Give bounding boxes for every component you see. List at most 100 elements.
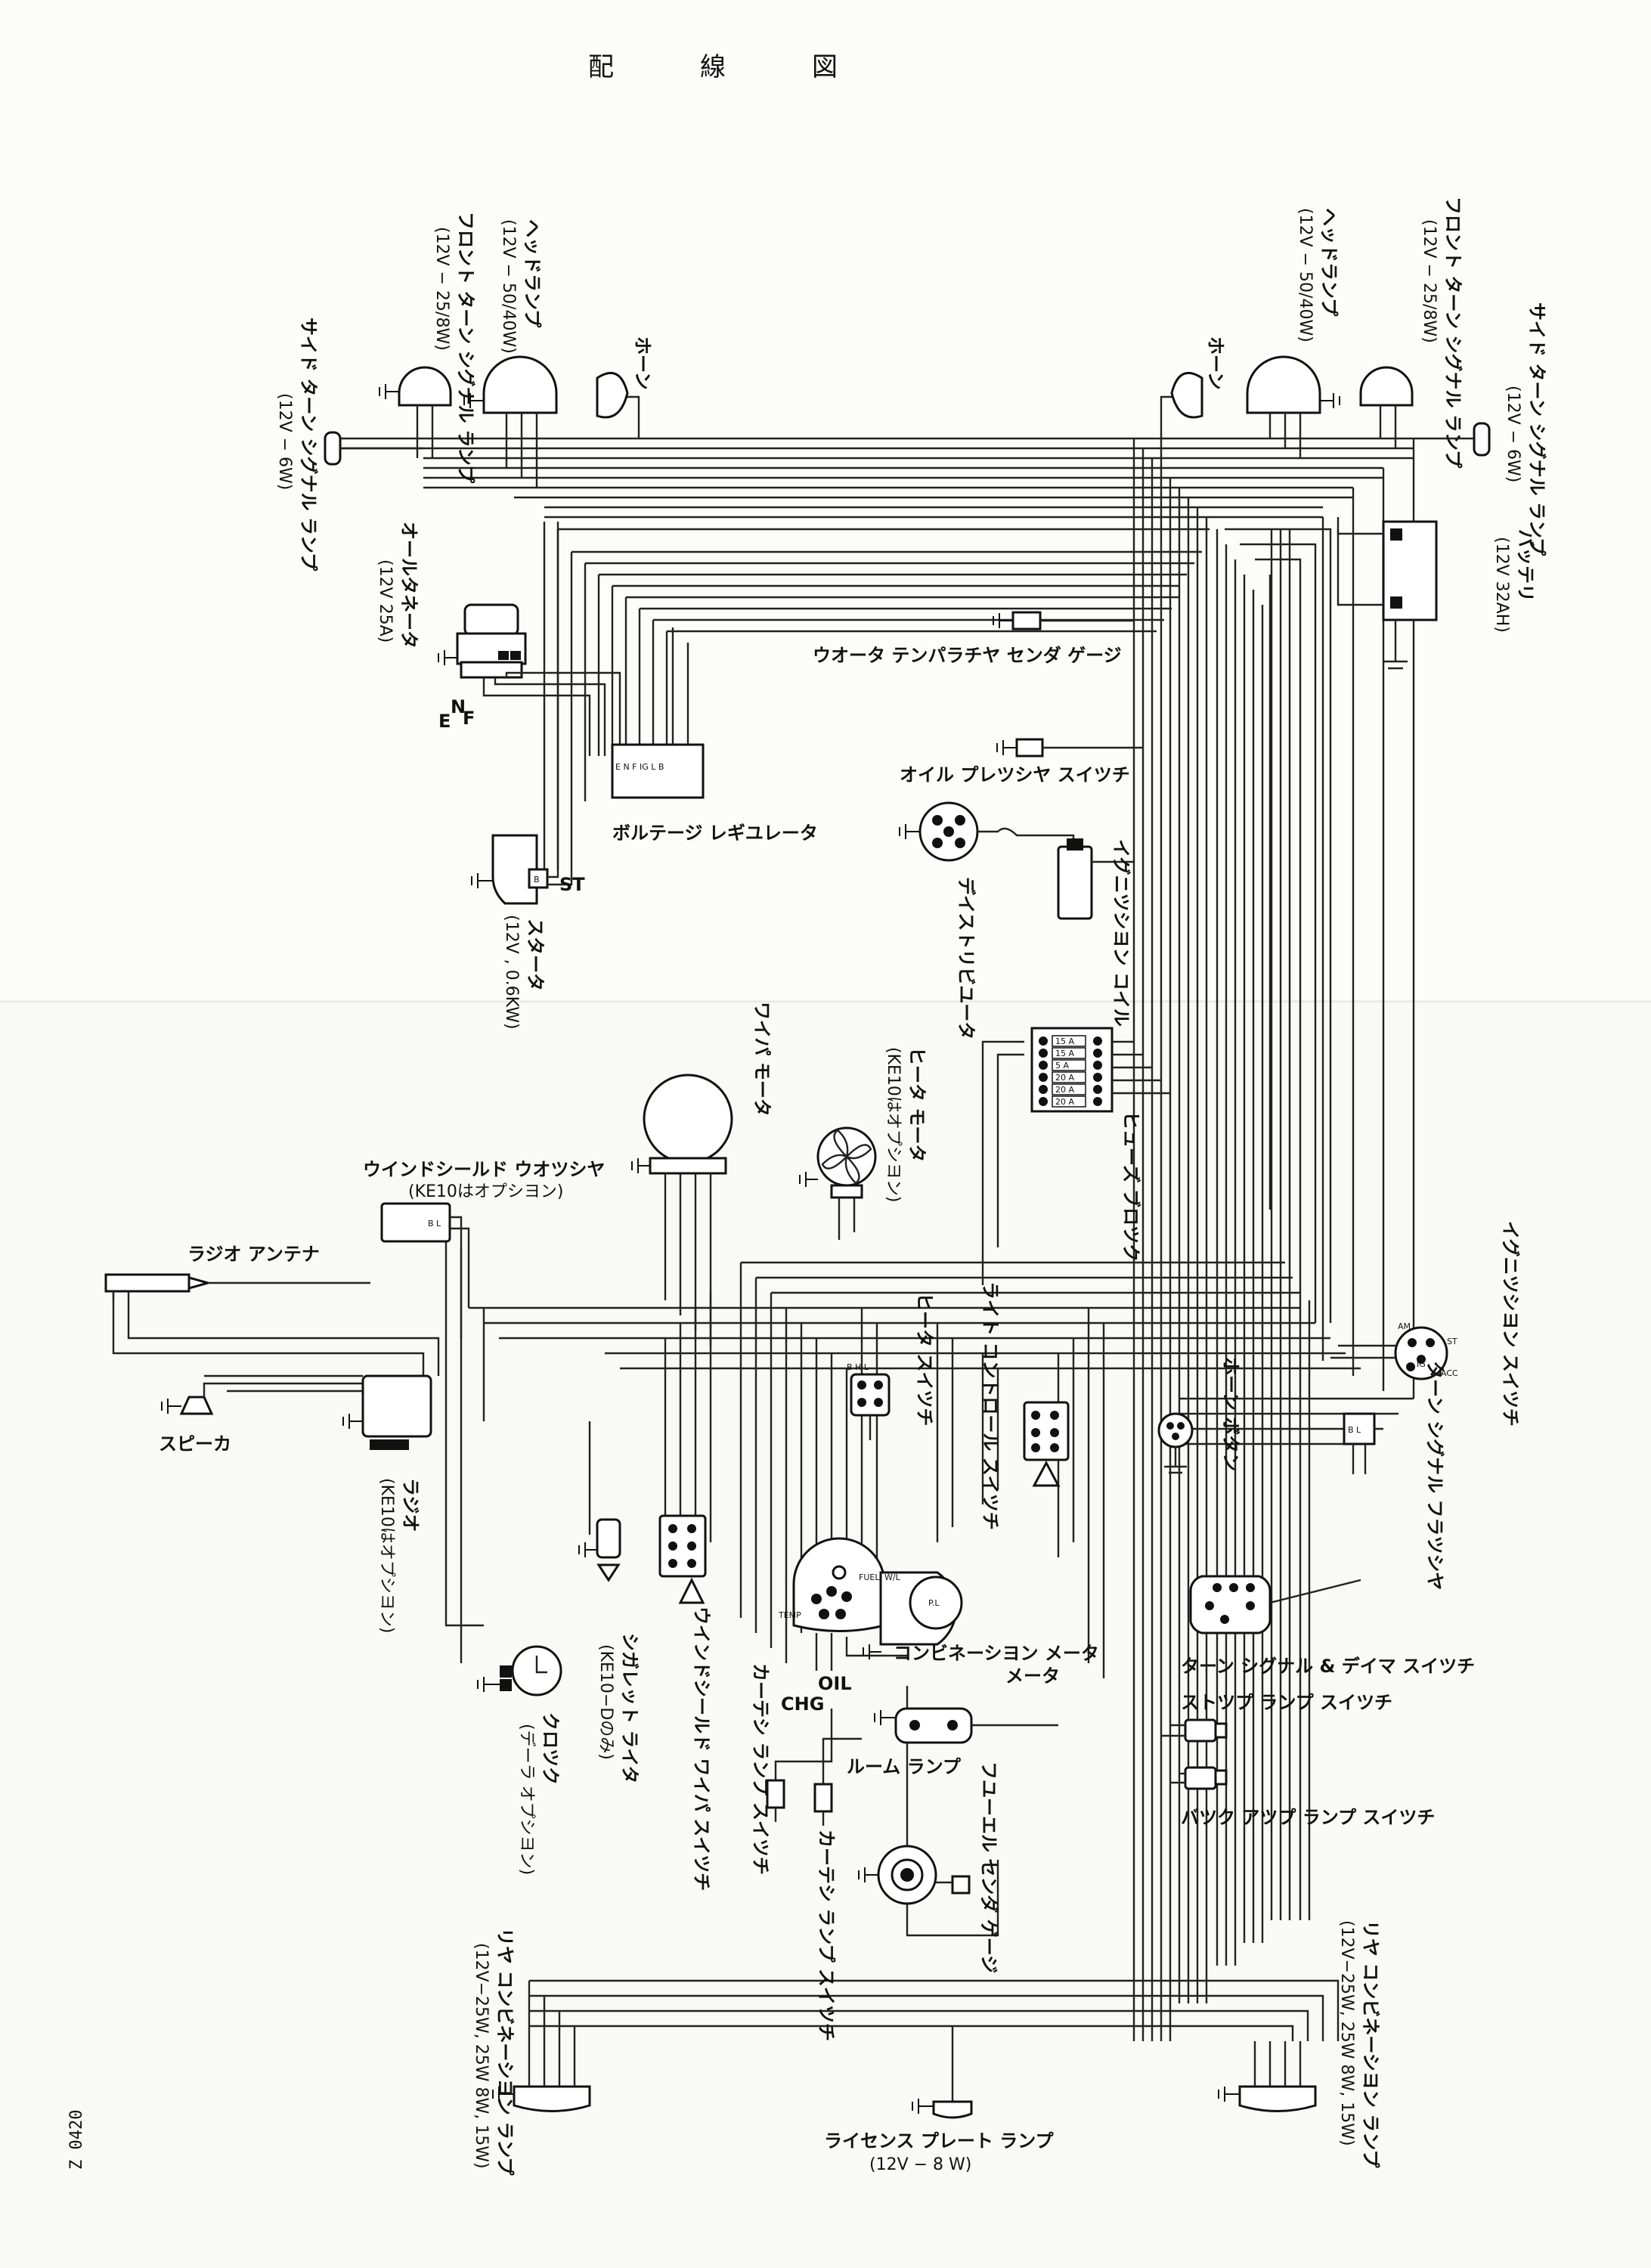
label-ignition-switch: イグニツシヨン スイツチ bbox=[1500, 1221, 1521, 1427]
harness-left-drop bbox=[543, 522, 1210, 885]
label-meter-wl: W/L bbox=[884, 1572, 901, 1582]
label-wiper-motor: ワイパ モータ bbox=[751, 1002, 773, 1117]
fuse-6 bbox=[1052, 1095, 1086, 1108]
label-ign-st: ST bbox=[1447, 1337, 1457, 1346]
svg-text:P.L: P.L bbox=[928, 1598, 940, 1608]
fuse-contact-out-5 bbox=[1093, 1085, 1102, 1094]
label-oil: OIL bbox=[818, 1673, 852, 1694]
label-ignition-coil: イグニツシヨン コイル bbox=[1110, 839, 1132, 1027]
label-alternator: オールタネータ bbox=[398, 522, 420, 649]
label-license-lamp-spec: (12V − 8 W) bbox=[869, 2155, 971, 2174]
license-plate-lamp bbox=[912, 2099, 973, 2119]
cigarette-lighter bbox=[578, 1518, 621, 1582]
label-headlamp-left: ヘッドランプ bbox=[522, 219, 543, 328]
side-turn-lamp-left bbox=[324, 431, 423, 466]
backup-lamp-switch bbox=[1170, 1766, 1228, 1790]
label-side-turn-left: サイド ターン シグナル ランプ bbox=[298, 318, 319, 572]
label-cigarette-lighter-note: (KE10−Dのみ) bbox=[596, 1644, 615, 1760]
fuse-2 bbox=[1052, 1047, 1086, 1059]
label-front-turn-left-spec: (12V − 25/8W) bbox=[432, 227, 451, 351]
label-starter: スタータ bbox=[525, 919, 546, 991]
rear-combo-lamp-right bbox=[1218, 2085, 1317, 2112]
label-meter-temp: TEMP bbox=[778, 1610, 801, 1620]
harness-middle bbox=[469, 1261, 1361, 1678]
heater-motor bbox=[799, 1126, 877, 1240]
harness-bottom bbox=[528, 1686, 1340, 2102]
distributor bbox=[899, 801, 1075, 862]
fuse-5 bbox=[1052, 1083, 1086, 1095]
courtesy-switch-1 bbox=[766, 1709, 833, 1822]
harness-top bbox=[333, 437, 1414, 519]
label-alt-terminal-f: F bbox=[463, 708, 475, 729]
front-turn-lamp-right bbox=[1359, 366, 1414, 448]
label-alt-terminal-n: N bbox=[451, 696, 466, 717]
label-clock-note: (デーラ オプシヨン) bbox=[517, 1724, 536, 1875]
stop-lamp-switch bbox=[1161, 1718, 1228, 1743]
label-water-temp-gauge: ウオータ テンパラチヤ センダ ゲージ bbox=[813, 645, 1122, 666]
label-chg: CHG bbox=[781, 1693, 824, 1715]
label-washer: ウインドシールド ウオツシヤ bbox=[363, 1159, 605, 1180]
fuse-cells: 15 A15 A5 A20 A20 A20 A bbox=[1039, 1035, 1102, 1108]
voltage-regulator: E N F IG L B bbox=[611, 627, 705, 799]
fuse-rating-4: 20 A bbox=[1055, 1073, 1074, 1083]
svg-text:B L: B L bbox=[428, 1219, 441, 1228]
label-washer-note: (KE10はオプシヨン) bbox=[408, 1182, 564, 1201]
label-clock: クロツク bbox=[540, 1712, 561, 1785]
label-meter-fuel: FUEL bbox=[859, 1572, 880, 1582]
fuse-3 bbox=[1052, 1059, 1086, 1071]
label-rear-combo-right: リヤ コンビネーシヨン ランプ bbox=[1360, 1920, 1381, 2169]
oil-pressure-switch bbox=[996, 738, 1143, 758]
label-heater-motor: ヒータ モータ bbox=[906, 1047, 928, 1162]
label-horn-left: ホーン bbox=[632, 336, 653, 390]
svg-text:E N F IG L B: E N F IG L B bbox=[615, 762, 664, 772]
svg-text:B: B bbox=[534, 875, 540, 885]
label-rear-combo-right-spec: (12V−25W, 25W 8W, 15W) bbox=[1337, 1920, 1356, 2146]
label-wiper-switch: ウインドシールド ワイパ スイツチ bbox=[691, 1606, 712, 1891]
label-flasher-terminals: B L bbox=[1348, 1425, 1361, 1435]
label-radio: ラジオ bbox=[400, 1478, 421, 1532]
label-headlamp-right: ヘッドランプ bbox=[1318, 208, 1340, 317]
label-heater-motor-note: (KE10はオプシヨン) bbox=[884, 1047, 903, 1203]
side-turn-lamp-right bbox=[1414, 422, 1491, 457]
light-control-switch bbox=[1023, 1401, 1070, 1487]
fuse-contact-out-6 bbox=[1093, 1097, 1102, 1106]
fuse-contact-out-2 bbox=[1093, 1049, 1102, 1058]
turn-signal-flasher: B L bbox=[1343, 1412, 1376, 1474]
headlamp-right bbox=[1246, 355, 1340, 458]
doc-code: Z 0420 bbox=[67, 2110, 86, 2170]
label-horn-right: ホーン bbox=[1205, 336, 1226, 390]
harness-right-loop bbox=[1179, 438, 1415, 1445]
wiper-motor bbox=[631, 1074, 733, 1175]
horn-left bbox=[596, 371, 640, 438]
fuse-contact-6 bbox=[1039, 1097, 1048, 1106]
label-front-turn-left: フロント ターン シグナル ランプ bbox=[455, 212, 476, 484]
headlamp-left bbox=[463, 355, 558, 488]
fuse-contact-3 bbox=[1039, 1061, 1048, 1070]
label-heater-switch-terminals: B H L bbox=[847, 1362, 869, 1372]
water-temp-sender bbox=[993, 611, 1134, 631]
label-battery-spec: (12V 32AH) bbox=[1492, 537, 1511, 633]
fuse-1 bbox=[1052, 1035, 1086, 1047]
alternator bbox=[438, 603, 621, 756]
harness-main-trunk bbox=[1132, 438, 1311, 2041]
label-ign-acc: ACC bbox=[1441, 1368, 1458, 1378]
turn-dimmer-switch bbox=[1189, 1575, 1361, 1634]
label-combination-meter: コンビネーシヨン メータ bbox=[894, 1643, 1099, 1664]
label-courtesy-switch-center: カーテシ ランプ スイツチ bbox=[816, 1830, 837, 2041]
lower-half-tint bbox=[0, 1002, 1651, 2268]
radio-antenna bbox=[104, 1273, 370, 1300]
windshield-washer: B L bbox=[380, 1202, 470, 1338]
label-distributor: デイストリビユータ bbox=[956, 877, 977, 1040]
fuse-rating-6: 20 A bbox=[1055, 1097, 1074, 1107]
rear-combo-lamp-left bbox=[492, 2085, 591, 2112]
meter-ground bbox=[863, 1644, 881, 1659]
label-backup-switch: バツク アツプ ランプ スイツチ bbox=[1181, 1807, 1435, 1828]
label-side-turn-right: サイド ターン シグナル ランプ bbox=[1526, 302, 1547, 556]
label-cigarette-lighter: シガレット ライタ bbox=[619, 1633, 640, 1783]
page-title: 配 線 図 bbox=[588, 52, 868, 82]
fuse-4 bbox=[1052, 1071, 1086, 1083]
fuse-contact-out-1 bbox=[1093, 1036, 1102, 1046]
label-radio-antenna: ラジオ アンテナ bbox=[187, 1244, 320, 1265]
